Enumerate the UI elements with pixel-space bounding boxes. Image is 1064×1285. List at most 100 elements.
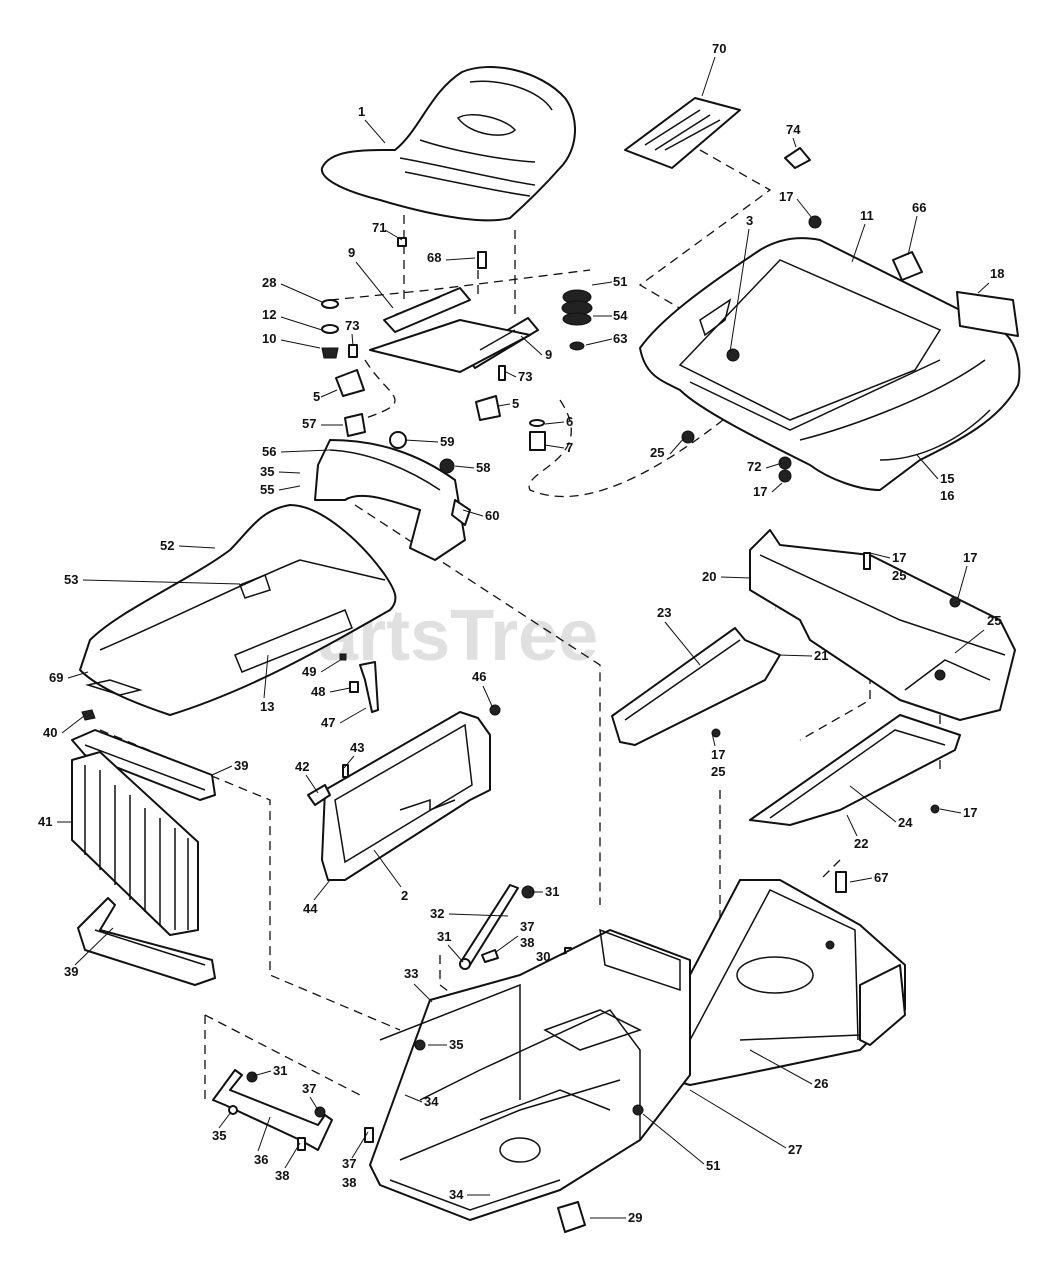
leader-line-c73b	[505, 371, 517, 378]
leader-line-c63	[585, 338, 613, 346]
leader-line-c52	[178, 545, 216, 549]
callout-label-c69: 69	[49, 670, 63, 685]
callout-label-c31c: 31	[273, 1063, 287, 1078]
seat-bracket	[369, 287, 539, 373]
leader-line-c28	[280, 283, 323, 303]
decal-66	[892, 251, 923, 281]
leader-line-c9a	[355, 261, 394, 309]
callout-label-c48: 48	[311, 684, 325, 699]
leader-line-c37b	[309, 1096, 319, 1111]
leader-line-c6	[544, 421, 565, 425]
callout-label-c10: 10	[262, 331, 276, 346]
leader-line-c72	[765, 462, 783, 469]
callout-label-c51a: 51	[613, 274, 627, 289]
side-panel	[321, 711, 491, 881]
callout-label-c2: 2	[401, 888, 408, 903]
callout-label-c17c: 17	[892, 550, 906, 565]
grille-frame-top	[71, 709, 216, 801]
callout-label-c68: 68	[427, 250, 441, 265]
callout-label-c66: 66	[912, 200, 926, 215]
seat	[320, 66, 576, 222]
callout-label-c25b: 25	[892, 568, 906, 583]
callout-label-c26: 26	[814, 1076, 828, 1091]
callout-label-c37c: 37	[342, 1156, 356, 1171]
callout-label-c31a: 31	[545, 884, 559, 899]
callout-label-c17a: 17	[779, 189, 793, 204]
callout-label-c25d: 25	[711, 764, 725, 779]
leader-line-c23	[664, 621, 701, 666]
callout-label-c24: 24	[898, 815, 913, 830]
leader-line-c40	[61, 715, 85, 734]
callout-label-c5b: 5	[512, 396, 519, 411]
callout-label-c51b: 51	[706, 1158, 720, 1173]
callout-label-c70: 70	[712, 41, 726, 56]
leader-line-c58	[454, 465, 475, 469]
callout-label-c63: 63	[613, 331, 627, 346]
callout-label-c59: 59	[440, 434, 454, 449]
leader-line-c49	[320, 658, 343, 673]
leader-line-c20	[720, 576, 751, 579]
callout-label-c15: 15	[940, 471, 954, 486]
leader-line-c56	[280, 449, 331, 453]
leader-line-c12	[280, 316, 323, 331]
leader-line-c38b	[284, 1142, 301, 1169]
callout-label-c55: 55	[260, 482, 274, 497]
clip-57	[344, 413, 366, 437]
callout-label-c38c: 38	[342, 1175, 356, 1190]
decal-74	[784, 147, 811, 169]
callout-label-c40: 40	[43, 725, 57, 740]
leader-line-c37a	[495, 935, 519, 953]
callout-label-c1: 1	[358, 104, 365, 119]
leader-line-c17f	[939, 808, 962, 814]
side-bracket-23	[611, 627, 781, 746]
leader-line-c2	[373, 849, 402, 888]
callout-label-c73a: 73	[345, 318, 359, 333]
callout-label-c39a: 39	[234, 758, 248, 773]
callout-label-c49: 49	[302, 664, 316, 679]
callout-label-c47: 47	[321, 715, 335, 730]
leader-line-c46	[482, 685, 493, 707]
callout-label-c17b: 17	[753, 484, 767, 499]
callout-label-c32: 32	[430, 906, 444, 921]
leader-line-c24	[849, 785, 897, 823]
callout-label-c29: 29	[628, 1210, 642, 1225]
callout-label-c3: 3	[746, 213, 753, 228]
leader-line-c35c	[218, 1111, 232, 1129]
callout-label-c9b: 9	[545, 347, 552, 362]
callout-label-c35b: 35	[449, 1037, 463, 1052]
leader-line-c17a	[796, 198, 813, 219]
leader-line-c30	[554, 952, 568, 958]
callout-label-c42: 42	[295, 759, 309, 774]
fender-pan	[639, 237, 1021, 491]
bolt-67	[835, 871, 847, 893]
leader-line-c73a	[351, 333, 354, 347]
leader-line-c21	[777, 654, 813, 657]
leader-line-c67	[849, 877, 873, 883]
leader-line-c51a	[591, 281, 613, 286]
callout-label-c27: 27	[788, 1142, 802, 1157]
leader-line-c36	[257, 1116, 271, 1152]
callout-label-c23: 23	[657, 605, 671, 620]
callout-label-c13: 13	[260, 699, 274, 714]
callout-label-c16: 16	[940, 488, 954, 503]
callout-label-c12: 12	[262, 307, 276, 322]
callout-label-c25c: 25	[987, 613, 1001, 628]
callout-label-c5a: 5	[313, 389, 320, 404]
leader-line-c31b	[447, 944, 464, 963]
front-frame	[364, 928, 691, 1221]
callout-label-c46: 46	[472, 669, 486, 684]
callout-label-c38b: 38	[275, 1168, 289, 1183]
leader-line-c9b	[520, 335, 543, 356]
leader-line-c25d	[711, 732, 716, 747]
leader-line-c10	[280, 339, 321, 349]
callout-label-c25a: 25	[650, 445, 664, 460]
leader-line-c60	[462, 509, 484, 517]
leader-line-c59	[404, 439, 439, 443]
leader-line-c33	[413, 983, 433, 1003]
callout-label-c38a: 38	[520, 935, 534, 950]
leader-line-c39a	[211, 765, 233, 776]
callout-label-c17f: 17	[963, 805, 977, 820]
side-bracket-24	[749, 714, 961, 826]
